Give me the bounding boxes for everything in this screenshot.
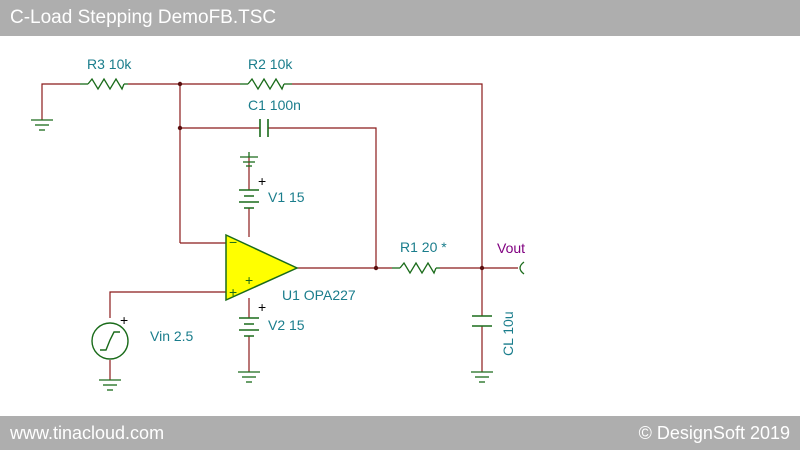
ground-vin	[99, 379, 121, 391]
v1-plus-sign: +	[258, 173, 266, 189]
voltage-source-vin[interactable]	[91, 322, 129, 360]
junction-dot	[177, 125, 183, 131]
opamp-inverting-sign: −	[229, 234, 237, 250]
footer: www.tinacloud.com © DesignSoft 2019	[0, 416, 800, 450]
ground-v2	[238, 371, 260, 383]
label-r3: R3 10k	[87, 56, 132, 72]
ground-r3	[31, 119, 53, 131]
label-v2: V2 15	[268, 317, 305, 333]
junction-dot	[373, 265, 379, 271]
label-r1: R1 20 *	[400, 239, 447, 255]
battery-v2[interactable]	[239, 317, 259, 337]
opamp-center-plus: +	[245, 272, 253, 288]
resistor-r1[interactable]	[392, 261, 440, 275]
wire-r2-output	[292, 83, 483, 268]
resistor-r3[interactable]	[80, 77, 128, 91]
battery-v1[interactable]	[239, 189, 259, 209]
label-c1: C1 100n	[248, 97, 301, 113]
footer-copyright: © DesignSoft 2019	[638, 423, 790, 443]
wire-r3-ground	[41, 83, 80, 120]
junction-dot	[479, 265, 485, 271]
circuit-schematic: + + + − + + R3 10k R2 10k C1 100n V1 15 …	[31, 56, 525, 391]
label-u1: U1 OPA227	[282, 287, 356, 303]
junction-dot	[177, 81, 183, 87]
wire-vin-input	[109, 291, 226, 318]
label-vout: Vout	[497, 240, 525, 256]
ground-cl	[471, 371, 493, 383]
label-vin: Vin 2.5	[150, 328, 194, 344]
resistor-r2[interactable]	[240, 77, 292, 91]
ground-v1	[240, 152, 258, 167]
v2-plus-sign: +	[258, 299, 266, 315]
label-r2: R2 10k	[248, 56, 293, 72]
label-cl: CL 10u	[500, 311, 516, 356]
window-title: C-Load Stepping DemoFB.TSC	[0, 0, 800, 36]
junctions	[177, 81, 485, 271]
wire-c1-right	[268, 127, 377, 268]
capacitor-c1[interactable]	[259, 119, 269, 137]
capacitor-cl[interactable]	[472, 315, 492, 327]
vout-connector-icon[interactable]	[519, 261, 525, 275]
footer-website-link[interactable]: www.tinacloud.com	[10, 423, 165, 443]
vin-plus-sign: +	[120, 312, 128, 328]
opamp-noninverting-sign: +	[229, 284, 237, 300]
label-v1: V1 15	[268, 189, 305, 205]
opamp-u1[interactable]	[225, 233, 299, 302]
wires	[41, 83, 518, 380]
